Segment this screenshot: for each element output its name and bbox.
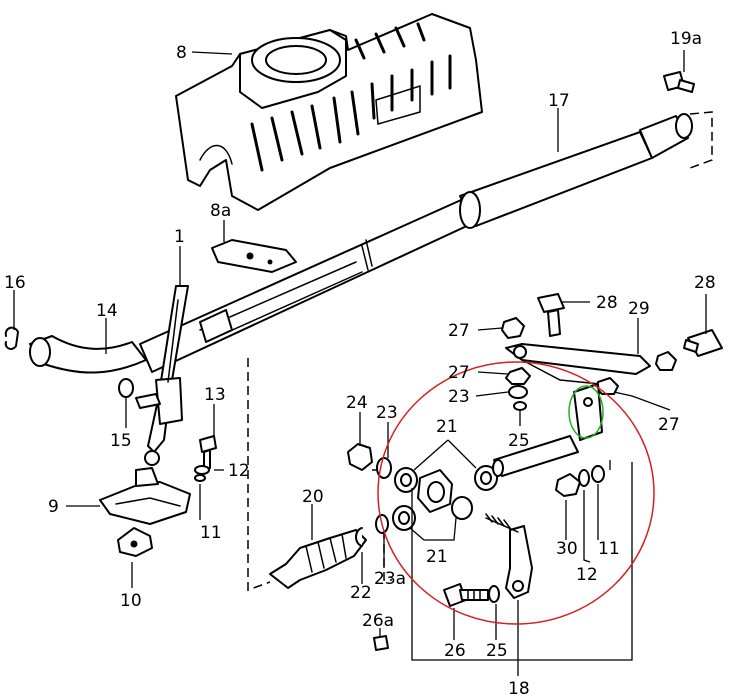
callout-23a: 23a bbox=[374, 569, 406, 589]
part-18-selector-lever bbox=[485, 513, 533, 599]
highlight-red-circle bbox=[377, 361, 655, 625]
part-27-nuts bbox=[501, 317, 677, 395]
callout-27-right: 27 bbox=[658, 415, 680, 435]
callout-27-top: 27 bbox=[448, 321, 470, 341]
part-8-tunnel-cover bbox=[175, 13, 483, 211]
part-11-washer-upper bbox=[194, 474, 206, 482]
assembly-dashed-lines bbox=[247, 111, 713, 592]
callout-26: 26 bbox=[444, 641, 466, 661]
callout-28-right: 28 bbox=[694, 273, 716, 293]
callout-14: 14 bbox=[96, 301, 118, 321]
callout-18: 18 bbox=[508, 679, 530, 699]
part-20-coupler bbox=[269, 529, 367, 589]
callout-12-lower: 12 bbox=[576, 565, 598, 585]
callout-20: 20 bbox=[302, 487, 324, 507]
part-28-bolt-upper bbox=[537, 293, 565, 337]
leader-lines bbox=[13, 50, 707, 676]
callout-13: 13 bbox=[204, 385, 226, 405]
callout-21-bottom: 21 bbox=[426, 547, 448, 567]
part-21-bushing-set bbox=[392, 465, 498, 531]
callout-27-mid: 27 bbox=[448, 363, 470, 383]
part-12-washer-upper bbox=[194, 465, 210, 475]
part-14-lever-rod bbox=[29, 335, 147, 374]
part-23-25-washers-top bbox=[508, 385, 528, 411]
callout-15: 15 bbox=[110, 431, 132, 451]
callout-21-top: 21 bbox=[436, 417, 458, 437]
part-30-nut bbox=[555, 473, 581, 497]
part-29-linkage-arm bbox=[505, 343, 651, 385]
callout-8: 8 bbox=[176, 43, 187, 63]
callout-1: 1 bbox=[174, 227, 185, 247]
callout-22: 22 bbox=[350, 583, 372, 603]
part-22-circlip bbox=[355, 527, 363, 547]
part-26a-screw bbox=[373, 635, 389, 651]
callout-12-upper: 12 bbox=[228, 461, 250, 481]
callout-9: 9 bbox=[48, 497, 59, 517]
part-11-12-washers-lower bbox=[578, 465, 605, 487]
callout-11-upper: 11 bbox=[200, 523, 222, 543]
highlight-green-circle bbox=[568, 385, 604, 439]
callout-25-top: 25 bbox=[508, 431, 530, 451]
part-10-mount bbox=[117, 527, 153, 557]
part-25-washer-lower bbox=[488, 585, 500, 603]
callout-29: 29 bbox=[628, 299, 650, 319]
callout-28-upper: 28 bbox=[596, 293, 618, 313]
callout-23-top: 23 bbox=[448, 387, 470, 407]
callout-8a: 8a bbox=[210, 201, 231, 221]
callout-16: 16 bbox=[4, 273, 26, 293]
part-13-bolt bbox=[199, 435, 217, 471]
part-23-washer-mid bbox=[376, 457, 392, 479]
callout-10: 10 bbox=[120, 591, 142, 611]
part-16-clip bbox=[4, 326, 19, 350]
part-28-pin-right bbox=[683, 329, 723, 357]
part-19a-screw bbox=[663, 71, 695, 93]
callout-17: 17 bbox=[548, 91, 570, 111]
part-15-washer bbox=[118, 378, 161, 409]
part-shift-rod-short bbox=[492, 435, 579, 477]
part-26-bolt bbox=[443, 583, 489, 607]
callout-labels: 8 19a 17 8a 1 16 14 28 28 29 27 27 27 23… bbox=[4, 29, 716, 699]
callout-19a: 19a bbox=[670, 29, 702, 49]
part-9-lever-base bbox=[99, 467, 191, 525]
part-24-nut bbox=[347, 443, 373, 471]
callout-23-mid: 23 bbox=[376, 403, 398, 423]
part-1-gear-lever bbox=[144, 285, 189, 466]
callout-24: 24 bbox=[346, 393, 368, 413]
callout-26a: 26a bbox=[362, 611, 394, 631]
callout-25-lower: 25 bbox=[486, 641, 508, 661]
part-17-shift-rod bbox=[139, 113, 693, 373]
callout-11-lower: 11 bbox=[598, 539, 620, 559]
part-8a-clip bbox=[211, 239, 297, 273]
callout-30: 30 bbox=[556, 539, 578, 559]
